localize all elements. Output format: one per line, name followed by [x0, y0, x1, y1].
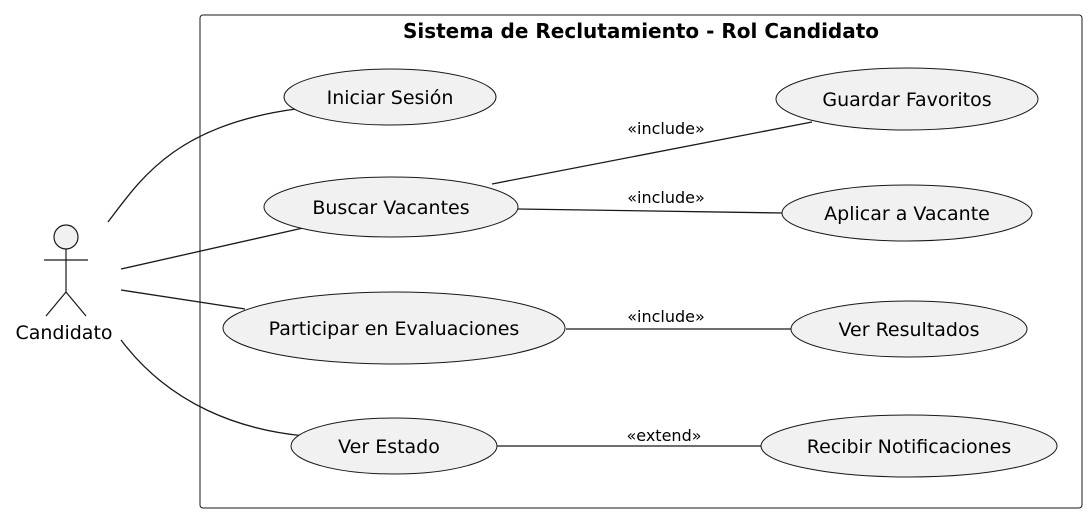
- system-boundary: [199, 14, 1083, 509]
- use-case-label: Ver Estado: [338, 436, 440, 458]
- assoc-ver-estado: [120, 339, 306, 437]
- system-title: Sistema de Reclutamiento - Rol Candidato: [403, 19, 879, 43]
- edge-buscar-guardar: [491, 121, 813, 185]
- use-case-label: Recibir Notificaciones: [807, 436, 1012, 458]
- edge-buscar-aplicar: [517, 208, 784, 214]
- use-case-label: Guardar Favoritos: [822, 89, 991, 111]
- assoc-buscar-vacantes: [120, 227, 304, 270]
- use-case-recibir-notificaciones[interactable]: Recibir Notificaciones: [760, 414, 1058, 478]
- actor-left-leg: [45, 291, 67, 317]
- use-case-label: Aplicar a Vacante: [824, 203, 990, 225]
- use-case-label: Participar en Evaluaciones: [269, 318, 520, 340]
- actor-label: Candidato: [15, 322, 112, 344]
- use-case-iniciar-sesion[interactable]: Iniciar Sesión: [283, 68, 497, 126]
- use-case-aplicar-vacante[interactable]: Aplicar a Vacante: [781, 184, 1033, 242]
- use-case-guardar-favoritos[interactable]: Guardar Favoritos: [775, 67, 1039, 131]
- actor-right-leg: [65, 291, 87, 317]
- use-case-ver-estado[interactable]: Ver Estado: [290, 417, 498, 475]
- use-case-ver-resultados[interactable]: Ver Resultados: [790, 300, 1028, 358]
- actor-candidato: Candidato: [15, 224, 113, 344]
- use-case-buscar-vacantes[interactable]: Buscar Vacantes: [263, 176, 519, 238]
- stereotype-estado-notificaciones: «extend»: [626, 426, 701, 445]
- stereotype-participar-resultados: «include»: [627, 307, 705, 326]
- use-case-label: Buscar Vacantes: [312, 197, 469, 219]
- use-case-label: Iniciar Sesión: [327, 87, 454, 109]
- assoc-participar: [120, 289, 246, 310]
- stereotype-buscar-aplicar: «include»: [627, 188, 705, 207]
- use-case-label: Ver Resultados: [839, 319, 980, 341]
- actor-head: [53, 224, 79, 250]
- assoc-iniciar-sesion: [107, 108, 297, 223]
- stereotype-buscar-guardar: «include»: [627, 119, 705, 138]
- use-case-participar-evaluaciones[interactable]: Participar en Evaluaciones: [222, 291, 566, 365]
